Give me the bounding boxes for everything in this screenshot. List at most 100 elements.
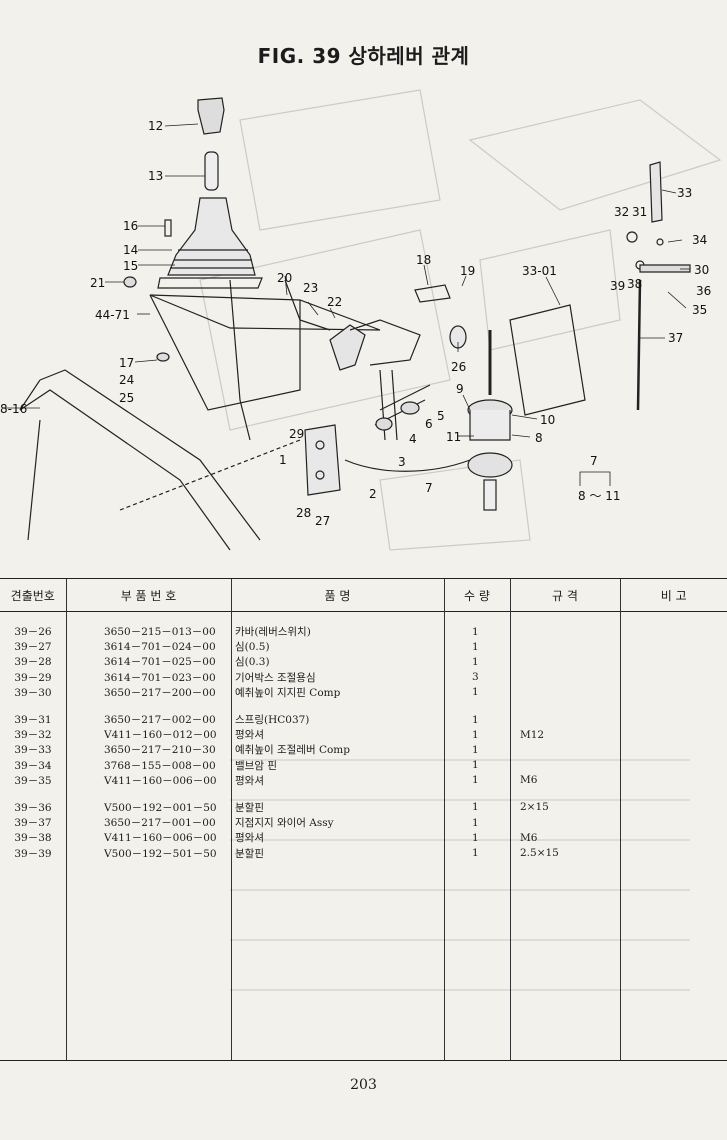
cell-part: 3650－217－001－00 — [104, 817, 216, 830]
cell-note — [620, 670, 727, 685]
cell-part: V411－160－012－00 — [104, 729, 217, 742]
callout-20: 20 — [277, 271, 292, 285]
header-remarks: 비 고 — [619, 578, 727, 612]
callout-6: 6 — [425, 417, 433, 431]
cell-spec — [510, 685, 620, 700]
cell-name: 심(0.3) — [235, 656, 270, 669]
callout-16: 16 — [123, 219, 138, 233]
lever-knob — [197, 97, 225, 135]
cell-qty: 1 — [472, 686, 479, 699]
table-row: 39－37 3650－217－001－00 지점지지 와이어 Assy 1 — [0, 815, 727, 830]
callout-21: 21 — [90, 276, 105, 290]
table-row: 39－32 V411－160－012－00 평와셔 1 M12 — [0, 727, 727, 742]
cell-part: 3650－215－013－00 — [104, 626, 216, 639]
column-divider — [66, 608, 67, 1060]
callout-37: 37 — [668, 331, 683, 345]
cell-spec — [510, 639, 620, 654]
callout-32: 32 — [614, 205, 629, 219]
callout-8-11: 8 ～ 11 — [578, 489, 621, 503]
cell-note — [620, 639, 727, 654]
cell-note — [620, 727, 727, 742]
frame-left — [39, 369, 261, 541]
cell-note — [620, 773, 727, 788]
cell-code: 39－39 — [14, 847, 52, 860]
cell-note — [620, 712, 727, 727]
header-reference-no: 견출번호 — [0, 578, 66, 612]
table-bottom-rule — [0, 1060, 727, 1061]
callout-17: 17 — [119, 356, 134, 370]
cell-spec: M6 — [520, 774, 538, 787]
height-lever — [649, 161, 663, 223]
page-number: 203 — [350, 1077, 377, 1093]
cell-spec — [510, 624, 620, 639]
callout-2: 2 — [369, 487, 377, 501]
callout-38: 38 — [627, 277, 642, 291]
callout-33-01: 33-01 — [522, 264, 557, 278]
cell-name: 카바(레버스위치) — [235, 626, 311, 639]
callout-31: 31 — [632, 205, 647, 219]
cell-name: 밸브암 핀 — [235, 759, 277, 772]
cover-plate — [509, 304, 586, 416]
cell-code: 39－38 — [14, 832, 52, 845]
table-row: 39－29 3614－701－023－00 기어박스 조절용심 3 — [0, 670, 727, 685]
cell-part: 3650－217－002－00 — [104, 714, 216, 727]
cell-name: 분할핀 — [235, 801, 264, 814]
table-row: 39－39 V500－192－501－50 분할핀 1 2.5×15 — [0, 845, 727, 860]
callout-15: 15 — [123, 259, 138, 273]
cell-note — [620, 624, 727, 639]
cell-name: 예취높이 지지핀 Comp — [235, 686, 341, 699]
header-quantity: 수 량 — [443, 578, 510, 612]
cell-part: 3614－701－025－00 — [104, 656, 216, 669]
callout-23: 23 — [303, 281, 318, 295]
cell-note — [620, 815, 727, 830]
cell-qty: 1 — [472, 816, 479, 829]
cell-part: 3614－701－024－00 — [104, 641, 216, 654]
cell-part: 3768－155－008－00 — [104, 759, 216, 772]
table-row: 39－26 3650－215－013－00 카바(레버스위치) 1 — [0, 624, 727, 639]
cell-note — [620, 654, 727, 669]
cell-spec — [510, 742, 620, 757]
cell-qty: 1 — [472, 625, 479, 638]
cell-qty: 1 — [472, 655, 479, 668]
support-wire — [636, 279, 642, 411]
cell-qty: 1 — [472, 640, 479, 653]
cell-qty: 1 — [472, 801, 479, 814]
cell-name: 심(0.5) — [235, 641, 270, 654]
callout-29: 29 — [289, 427, 304, 441]
cell-spec — [510, 712, 620, 727]
knob-tube — [204, 151, 219, 191]
cell-qty: 1 — [472, 774, 479, 787]
cell-name: 스프링(HC037) — [235, 714, 310, 727]
callout-4: 4 — [409, 432, 417, 446]
cell-code: 39－28 — [14, 656, 52, 669]
callout-33: 33 — [677, 186, 692, 200]
cell-note — [620, 800, 727, 815]
table-row: 39－33 3650－217－210－30 예취높이 조절레버 Comp 1 — [0, 742, 727, 757]
callout-14: 14 — [123, 243, 138, 257]
callout-22: 22 — [327, 295, 342, 309]
callout-25: 25 — [119, 391, 134, 405]
cell-part: 3614－701－023－00 — [104, 671, 216, 684]
cell-code: 39－32 — [14, 729, 52, 742]
parts-table: 견출번호 부 품 번 호 품 명 수 량 규 격 비 고 39－26 3650－… — [0, 578, 727, 861]
table-header-row: 견출번호 부 품 번 호 품 명 수 량 규 격 비 고 — [0, 578, 727, 612]
cell-name: 평와셔 — [235, 729, 264, 742]
cell-qty: 1 — [472, 728, 479, 741]
cell-code: 39－31 — [14, 714, 52, 727]
column-divider — [510, 608, 511, 1060]
callout-8-16: 8-16 — [0, 402, 27, 416]
gear-bracket — [329, 324, 366, 371]
callout-8: 8 — [535, 431, 543, 445]
cell-code: 39－35 — [14, 774, 52, 787]
cell-code: 39－27 — [14, 641, 52, 654]
callout-28: 28 — [296, 506, 311, 520]
cell-name: 기어박스 조절용심 — [235, 671, 316, 684]
callout-27: 27 — [315, 514, 330, 528]
callout-35: 35 — [692, 303, 707, 317]
cell-name: 평와셔 — [235, 774, 264, 787]
cell-part: V411－160－006－00 — [104, 832, 217, 845]
cell-part: V411－160－006－00 — [104, 774, 217, 787]
cell-qty: 1 — [472, 743, 479, 756]
table-row: 39－31 3650－217－002－00 스프링(HC037) 1 — [0, 712, 727, 727]
callout-44-71: 44-71 — [95, 308, 130, 322]
